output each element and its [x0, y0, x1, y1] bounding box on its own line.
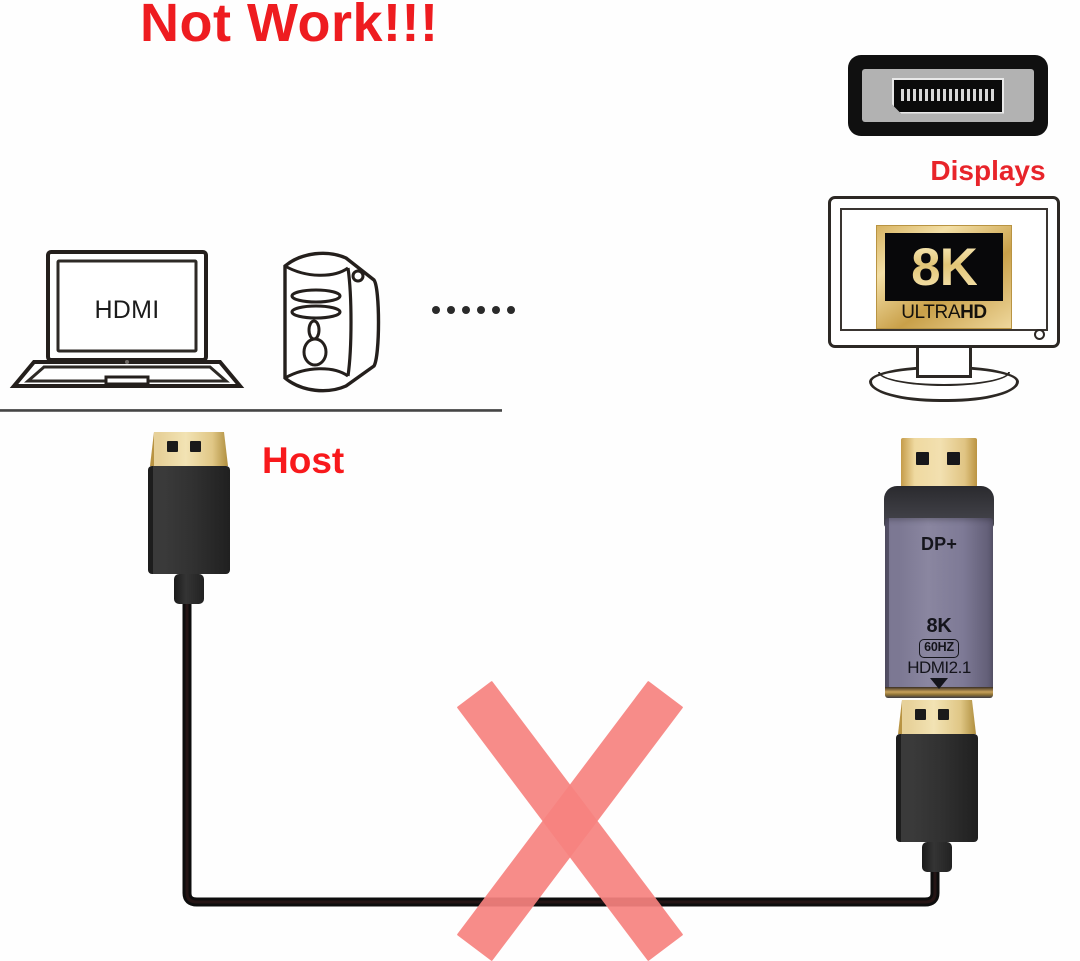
badge-subtitle: ULTRAHD	[885, 302, 1003, 324]
displays-label: Displays	[930, 155, 1046, 186]
adapter-spec-block: 8K 60HZ HDMI2.1	[884, 615, 994, 690]
host-label: Host	[262, 440, 345, 481]
badge-subtitle-prefix: ULTRA	[901, 302, 961, 323]
adapter-port-label: DP+	[920, 534, 958, 554]
adapter-direction-marker-icon	[930, 678, 948, 690]
hdmi-plug-contact	[190, 441, 201, 452]
hdmi-plug-contact	[167, 441, 178, 452]
desktop-tower-icon	[272, 248, 392, 396]
hdmi-plug-contact	[938, 709, 949, 720]
dp-socket-pins	[901, 89, 996, 101]
monitor-icon: 8K ULTRAHD	[828, 196, 1060, 402]
dp-socket-faceplate	[862, 69, 1034, 122]
hdmi-plug-tip	[898, 700, 976, 734]
ultrahd-badge: 8K ULTRAHD	[876, 225, 1012, 329]
hdmi-plug-host-icon	[148, 432, 230, 604]
monitor-body: 8K ULTRAHD	[828, 196, 1060, 348]
hdmi-plug-tip	[150, 432, 228, 466]
badge-subtitle-suffix: HD	[960, 302, 987, 323]
hdmi-plug-strain-relief	[174, 574, 204, 604]
badge-panel: 8K	[885, 233, 1003, 301]
more-devices-ellipsis	[432, 306, 515, 314]
dp-to-hdmi-adapter-icon: DP+ 8K 60HZ HDMI2.1	[884, 438, 994, 702]
host-baseline-divider	[0, 409, 502, 412]
cross-mark-icon	[447, 680, 693, 961]
hdmi-plug-strain-relief	[922, 842, 952, 872]
adapter-spec-standard: HDMI2.1	[907, 657, 971, 677]
badge-resolution: 8K	[911, 237, 978, 297]
adapter-spec-resolution: 8K	[926, 615, 952, 637]
monitor-power-led	[1034, 329, 1045, 340]
hdmi-plug-shell	[896, 734, 978, 842]
dp-socket-opening	[892, 78, 1004, 114]
hdmi-plug-display-icon	[896, 700, 978, 872]
monitor-neck	[916, 346, 972, 378]
hdmi-plug-shell	[148, 466, 230, 574]
hdmi-plug-contact	[915, 709, 926, 720]
page-title: Not Work!!!	[140, 0, 439, 53]
adapter-dp-male-plug	[901, 438, 977, 494]
laptop-screen-label: HDMI	[94, 296, 160, 324]
displayport-socket-icon	[848, 55, 1048, 136]
dp-plug-contact	[947, 452, 960, 465]
adapter-spec-refresh: 60HZ	[919, 639, 959, 658]
dp-plug-contact	[916, 452, 929, 465]
laptop-icon: HDMI	[8, 250, 246, 392]
